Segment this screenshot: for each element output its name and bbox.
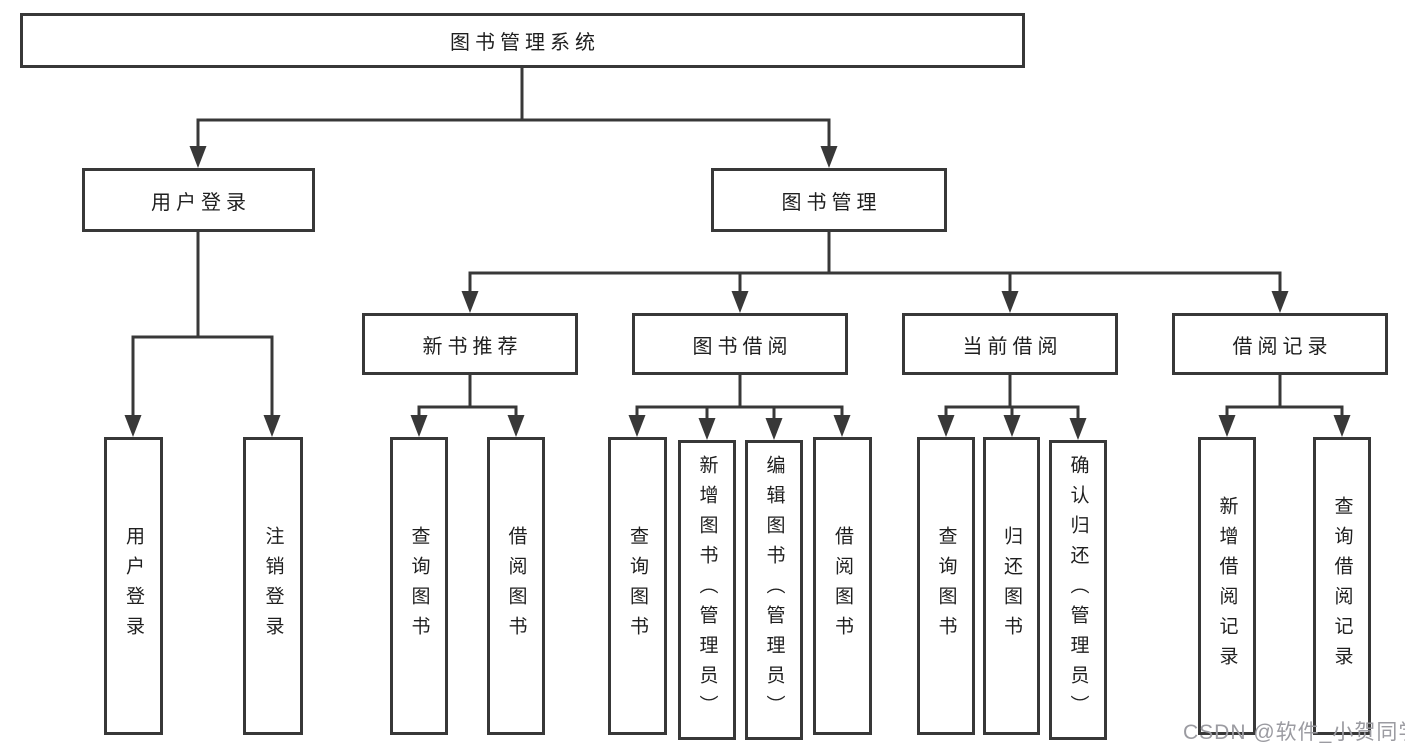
node-label: 图书管理 xyxy=(781,191,882,214)
leaf-logout: 注销登录 xyxy=(243,437,303,735)
leaf-query-books-1: 查询图书 xyxy=(390,437,448,735)
node-label: 查询借阅记录 xyxy=(1331,496,1353,676)
node-root-library-system: 图书管理系统 xyxy=(20,13,1025,68)
node-label: 借阅图书 xyxy=(505,526,527,646)
node-label: 新增借阅记录 xyxy=(1216,496,1238,676)
node-label: 当前借阅 xyxy=(962,335,1063,358)
leaf-borrow-books-2: 借阅图书 xyxy=(813,437,872,735)
leaf-add-borrow-record: 新增借阅记录 xyxy=(1198,437,1256,735)
node-current-borrowing: 当前借阅 xyxy=(902,313,1118,375)
node-label: 注销登录 xyxy=(262,526,284,646)
node-label: 图书借阅 xyxy=(692,335,793,358)
node-book-management: 图书管理 xyxy=(711,168,947,232)
node-label: 新书推荐 xyxy=(422,335,523,358)
node-new-book-recommend: 新书推荐 xyxy=(362,313,578,375)
node-label: 归还图书 xyxy=(1001,526,1022,646)
leaf-query-books-2: 查询图书 xyxy=(608,437,667,735)
leaf-confirm-return-admin: 确认归还（管理员） xyxy=(1049,440,1107,740)
node-label: 确认归还（管理员） xyxy=(1067,455,1089,725)
leaf-add-books-admin: 新增图书（管理员） xyxy=(678,440,736,740)
node-label: 借阅记录 xyxy=(1232,335,1333,358)
node-label: 查询图书 xyxy=(627,526,648,646)
leaf-edit-books-admin: 编辑图书（管理员） xyxy=(745,440,803,740)
node-label: 用户登录 xyxy=(123,526,144,646)
node-label: 查询图书 xyxy=(935,526,957,646)
node-label: 编辑图书（管理员） xyxy=(763,455,785,725)
leaf-query-books-3: 查询图书 xyxy=(917,437,975,735)
node-label: 用户登录 xyxy=(151,191,251,214)
node-user-login: 用户登录 xyxy=(82,168,315,232)
leaf-borrow-books-1: 借阅图书 xyxy=(487,437,545,735)
node-borrowing-records: 借阅记录 xyxy=(1172,313,1388,375)
node-label: 新增图书（管理员） xyxy=(696,455,718,725)
csdn-watermark: CSDN @软件_小贺同学 xyxy=(1183,721,1405,744)
node-label: 借阅图书 xyxy=(832,526,853,646)
node-book-borrowing: 图书借阅 xyxy=(632,313,848,375)
leaf-return-books: 归还图书 xyxy=(983,437,1040,735)
leaf-user-login: 用户登录 xyxy=(104,437,163,735)
leaf-query-borrow-record: 查询借阅记录 xyxy=(1313,437,1371,735)
node-label: 查询图书 xyxy=(408,526,430,646)
node-label: 图书管理系统 xyxy=(450,32,600,54)
